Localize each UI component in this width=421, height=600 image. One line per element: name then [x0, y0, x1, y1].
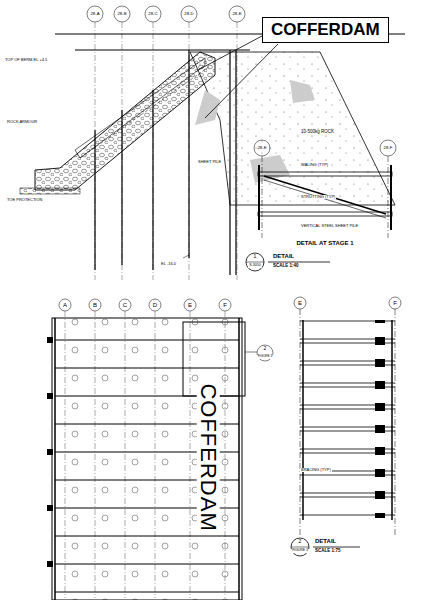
annotation: SCALE 1:75 — [314, 549, 342, 554]
annotation: VERTICAL STEEL SHEET PILE — [300, 224, 359, 228]
grid-label: D — [152, 302, 158, 308]
annotation: S-3050 — [248, 264, 262, 268]
annotation: FIGURE 3 — [291, 549, 309, 553]
annotation: EL -16.0 — [160, 262, 177, 266]
annotation: 28-E — [256, 146, 267, 151]
annotation: 2 — [298, 539, 303, 544]
annotation: BRACING (TYP) — [300, 468, 332, 472]
annotation: WALING (TYP) — [300, 163, 329, 167]
annotation: SCALE 1:40 — [272, 264, 300, 269]
annotation: 28-B — [116, 12, 127, 17]
plan-title: COFFERDAM — [196, 383, 219, 533]
annotation: SHEET PILE — [197, 160, 222, 164]
annotation: 2 — [263, 346, 268, 351]
annotation: 28-E — [231, 12, 242, 17]
annotation: DETAIL — [272, 253, 295, 259]
annotation: FIGURE 3 — [257, 355, 274, 358]
annotation: 1 — [253, 254, 258, 259]
annotation: 28-F — [383, 146, 394, 151]
annotation: ROCK ARMOUR — [6, 120, 38, 124]
annotation: 28-D — [183, 12, 194, 17]
annotation: TOE PROTECTION — [6, 198, 43, 202]
annotation: 28-C — [147, 12, 158, 17]
annotation: TOP OF BERM EL +4.5 — [4, 58, 48, 62]
annotation: 28-A — [89, 12, 100, 17]
grid-label: B — [92, 302, 98, 308]
grid-label: C — [122, 302, 128, 308]
grid-label: E — [297, 300, 303, 306]
annotation: 10-500kg ROCK — [300, 130, 335, 135]
callout-text: COFFERDAM — [271, 20, 380, 39]
grid-label: E — [187, 302, 193, 308]
grid-label: F — [392, 300, 398, 306]
grid-label: A — [62, 302, 68, 308]
grid-label: DETAIL AT STAGE 1 — [295, 240, 354, 246]
grid-label: F — [222, 302, 228, 308]
callout-box: COFFERDAM — [262, 17, 389, 43]
annotation: STRUTTING (TYP) — [300, 195, 336, 199]
annotation: DETAIL — [314, 538, 337, 544]
